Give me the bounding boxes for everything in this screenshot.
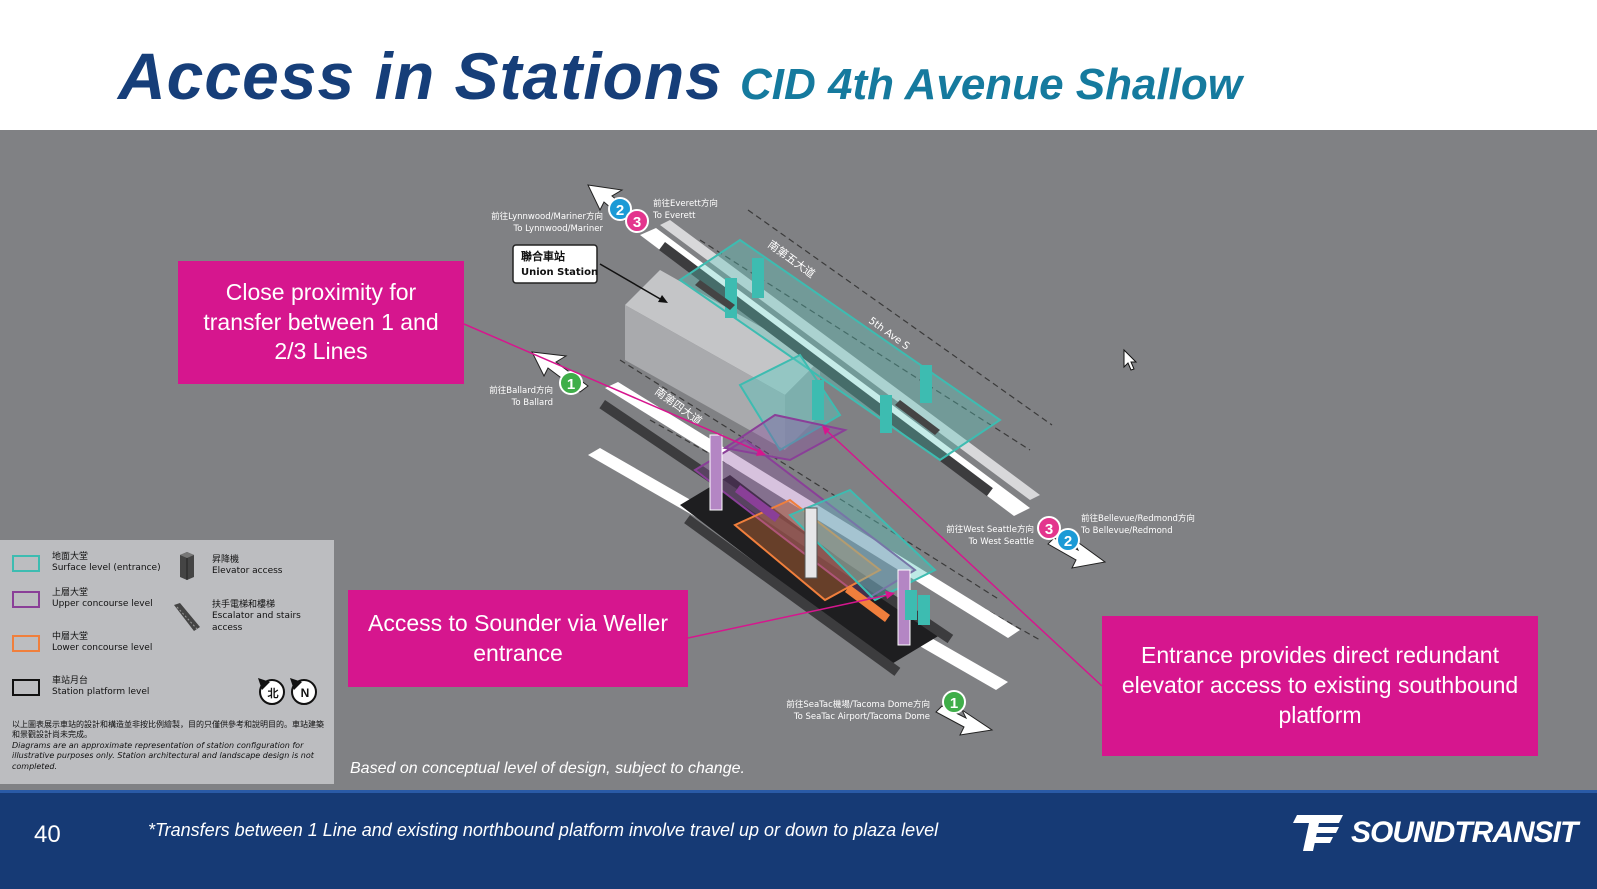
legend-escalator-en: Escalator and stairs access xyxy=(211,611,301,633)
line-1-badge-bottom: 1 xyxy=(942,690,966,714)
union-station-side xyxy=(625,305,785,450)
union-station-label-en: Union Station xyxy=(521,267,598,278)
dir-ballard-zh: 前往Ballard方向 xyxy=(489,385,553,396)
callout-elevator: Entrance provides direct redundant eleva… xyxy=(1102,616,1538,756)
mouse-cursor-icon xyxy=(1123,348,1138,371)
leader-proximity xyxy=(463,323,761,453)
legend-elevator-en: Elevator access xyxy=(212,566,283,576)
dir-seatac-en: To SeaTac Airport/Tacoma Dome xyxy=(793,712,930,722)
legend-surface-en: Surface level (entrance) xyxy=(52,563,161,574)
sound-transit-logo-text: SOUNDTRANSIT xyxy=(1351,816,1578,849)
north-arrow-en: N xyxy=(301,686,310,700)
legend-platform-en: Station platform level xyxy=(52,687,150,698)
legend-upper-swatch xyxy=(12,590,40,608)
legend-surface-swatch xyxy=(12,554,40,572)
dir-bellevue-zh: 前往Bellevue/Redmond方向 xyxy=(1081,513,1195,524)
legend-escalator-zh: 扶手電梯和樓梯 xyxy=(211,600,275,610)
callout-sounder-text: Access to Sounder via Weller entrance xyxy=(368,609,668,666)
svg-text:1: 1 xyxy=(567,376,575,393)
dir-ballard-en: To Ballard xyxy=(511,398,553,408)
legend-lower-swatch xyxy=(12,634,40,652)
legend-lower-zh: 中層大堂 xyxy=(52,632,89,642)
page-number: 40 xyxy=(34,821,61,848)
legend-note-en: Diagrams are an approximate representati… xyxy=(12,740,314,771)
title-bar: Access in Stations CID 4th Avenue Shallo… xyxy=(0,0,1597,130)
legend-platform-swatch xyxy=(12,678,40,696)
union-station-label-box xyxy=(512,244,598,284)
legend-lower-en: Lower concourse level xyxy=(52,643,153,654)
dir-everett-en: To Everett xyxy=(652,211,696,221)
dir-westseattle-en: To West Seattle xyxy=(968,537,1034,547)
footer-bar: 40 *Transfers between 1 Line and existin… xyxy=(0,790,1597,889)
slide-subtitle: CID 4th Avenue Shallow xyxy=(740,60,1243,109)
sound-transit-logo: SOUNDTRANSIT xyxy=(1293,813,1578,853)
elevator-tower xyxy=(752,258,764,298)
train-line-1 xyxy=(599,400,954,644)
dir-seatac-zh: 前往SeaTac機場/Tacoma Dome方向 xyxy=(786,699,930,710)
svg-text:1: 1 xyxy=(950,695,958,712)
line-3-badge-top: 3 xyxy=(625,209,649,233)
north-arrow-zh: 北 xyxy=(268,686,279,700)
callout-proximity-text: Close proximity for transfer between 1 a… xyxy=(203,278,439,365)
train-upper xyxy=(658,241,993,497)
dir-lynnwood-zh: 前往Lynnwood/Mariner方向 xyxy=(491,211,603,222)
legend-upper-zh: 上層大堂 xyxy=(52,588,89,598)
dir-lynnwood-en: To Lynnwood/Mariner xyxy=(512,224,603,234)
dir-everett-zh: 前往Everett方向 xyxy=(653,198,718,209)
callout-elevator-text: Entrance provides direct redundant eleva… xyxy=(1121,642,1519,728)
dir-bellevue-en: To Bellevue/Redmond xyxy=(1080,526,1173,536)
union-station-roof xyxy=(625,270,820,395)
legend-platform-zh: 車站月台 xyxy=(52,676,89,686)
footnote: *Transfers between 1 Line and existing n… xyxy=(148,820,939,840)
svg-text:3: 3 xyxy=(633,214,641,231)
legend-upper-en: Upper concourse level xyxy=(52,599,153,610)
legend-note: 以上圖表展示車站的設計和構造並非按比例繪製，目的只僅供參考和說明目的。車站建築和… xyxy=(12,720,330,772)
svg-text:2: 2 xyxy=(616,202,624,219)
line-2-badge-top: 2 xyxy=(608,197,632,221)
north-arrow-icon: 北 N xyxy=(258,678,317,705)
arrow-to-seatac xyxy=(935,705,994,736)
leader-sounder xyxy=(687,594,889,639)
diagram-stage: 聯合車站 Union Station 南第五大道 5th Ave S 南第四大道… xyxy=(0,130,1597,790)
legend-elevator-zh: 昇降機 xyxy=(212,554,240,565)
union-station-label-zh: 聯合車站 xyxy=(521,249,565,263)
dir-westseattle-zh: 前往West Seattle方向 xyxy=(946,524,1034,535)
line-1-badge-top: 1 xyxy=(559,371,583,395)
callout-proximity: Close proximity for transfer between 1 a… xyxy=(178,261,464,384)
legend-surface-zh: 地面大堂 xyxy=(52,552,89,562)
svg-text:2: 2 xyxy=(1064,533,1072,550)
sound-transit-logo-icon xyxy=(1293,815,1343,851)
slide-title: Access in Stations xyxy=(118,39,723,113)
line-2-badge-bottom: 2 xyxy=(1056,528,1080,552)
callout-sounder: Access to Sounder via Weller entrance xyxy=(348,590,688,687)
leader-elevator xyxy=(825,429,1103,687)
elevator-icon xyxy=(180,552,194,580)
legend-note-zh: 以上圖表展示車站的設計和構造並非按比例繪製，目的只僅供參考和說明目的。車站建築和… xyxy=(12,720,324,740)
station-diagram: 聯合車站 Union Station 南第五大道 5th Ave S 南第四大道… xyxy=(463,184,1195,736)
svg-text:3: 3 xyxy=(1045,521,1053,538)
line-3-badge-bottom: 3 xyxy=(1037,516,1061,540)
design-disclaimer: Based on conceptual level of design, sub… xyxy=(350,760,745,777)
escalator-icon xyxy=(173,602,200,631)
